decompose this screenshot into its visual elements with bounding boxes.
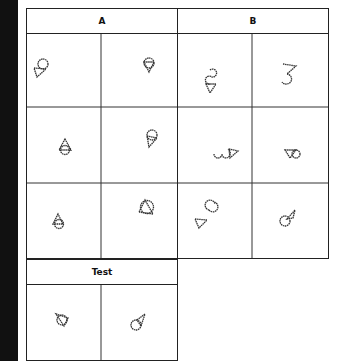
panel-header: A [27,9,177,34]
panel-header: B [178,9,328,34]
dark-strip [0,0,18,361]
panel-title: B [250,16,257,26]
panel-test: Test [26,259,178,361]
panel-b: B [177,8,329,259]
panel-title: A [99,16,106,26]
panel-title: Test [92,267,113,277]
shape-figures [34,58,300,330]
panel-header: Test [27,260,177,285]
panel-a: A [26,8,178,259]
